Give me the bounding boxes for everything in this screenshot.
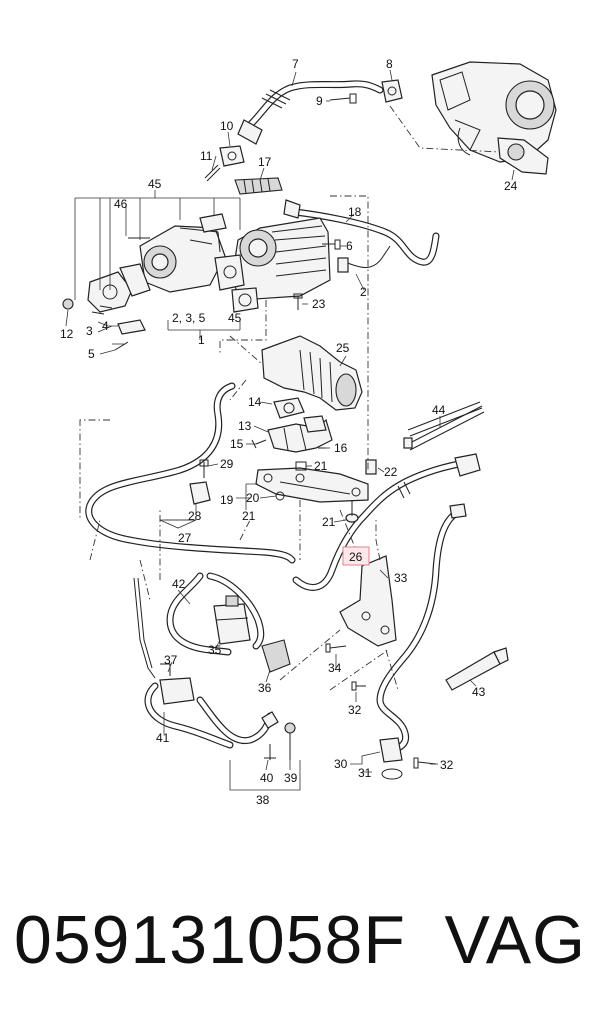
callout-13: 13 [238, 419, 252, 433]
stud [204, 164, 221, 182]
callout-18: 18 [348, 205, 362, 219]
callout-36: 36 [258, 681, 272, 695]
callout-28: 28 [188, 509, 202, 523]
intake-connector [261, 335, 363, 411]
callout-2-3-5: 2, 3, 5 [172, 311, 206, 325]
callout-38: 38 [256, 793, 270, 807]
bolt [329, 93, 357, 104]
callout-1: 1 [198, 333, 205, 347]
part-number: 059131058F [14, 902, 406, 978]
exploded-parts-diagram: 7 8 9 10 11 17 24 45 46 18 6 2 23 12 3 4… [60, 57, 557, 807]
callout-43: 43 [472, 685, 486, 699]
callout-42: 42 [172, 577, 186, 591]
callout-45-bottom: 45 [228, 311, 242, 325]
gasket [381, 79, 403, 103]
coolant-pipe [376, 503, 467, 752]
callout-25: 25 [336, 341, 350, 355]
callout-31: 31 [358, 766, 372, 780]
footer: 059131058F VAG [0, 890, 600, 990]
callout-21-mid: 21 [242, 509, 256, 523]
vacuum-line [166, 572, 265, 656]
rubber-mount [261, 639, 291, 673]
callout-11: 11 [200, 149, 213, 163]
callout-44: 44 [432, 403, 446, 417]
callout-20: 20 [246, 491, 260, 505]
callout-30: 30 [334, 757, 348, 771]
callout-14: 14 [248, 395, 262, 409]
callout-9: 9 [316, 94, 323, 108]
callout-2: 2 [360, 285, 367, 299]
callout-17: 17 [258, 155, 272, 169]
callout-35: 35 [208, 643, 222, 657]
callout-10: 10 [220, 119, 234, 133]
coolant-hose [291, 208, 440, 266]
callout-19: 19 [220, 493, 234, 507]
callout-26: 26 [349, 550, 363, 564]
callout-16: 16 [334, 441, 348, 455]
callout-12: 12 [60, 327, 74, 341]
pipe-bracket [339, 555, 397, 647]
callout-34: 34 [328, 661, 342, 675]
insulation-sleeve [234, 177, 283, 195]
bracket [255, 467, 369, 503]
callout-23: 23 [312, 297, 326, 311]
callout-46: 46 [114, 197, 128, 211]
callout-40: 40 [260, 771, 274, 785]
callout-21-top: 21 [314, 459, 328, 473]
vacuum-hose [85, 382, 296, 564]
temperature-sensor [344, 245, 391, 268]
pressure-converter [144, 663, 234, 749]
highlight-box [342, 546, 370, 566]
sealant-tube [445, 647, 509, 691]
callout-3: 3 [86, 324, 93, 338]
egr-hose-highlighted [292, 453, 481, 591]
callout-37: 37 [164, 653, 178, 667]
elbow-pipe [267, 415, 333, 453]
callout-15: 15 [230, 437, 244, 451]
callout-32-bottom: 32 [440, 758, 454, 772]
egr-valve [139, 213, 245, 293]
callout-5: 5 [88, 347, 95, 361]
gasket [219, 145, 245, 167]
turbocharger [431, 61, 557, 175]
callout-8: 8 [386, 57, 393, 71]
callout-41: 41 [156, 731, 170, 745]
callout-24: 24 [504, 179, 518, 193]
brand-name: VAG [444, 902, 586, 978]
callout-33: 33 [394, 571, 408, 585]
solenoid-valve [213, 595, 251, 645]
callout-22: 22 [384, 465, 398, 479]
callout-32-top: 32 [348, 703, 362, 717]
callout-4: 4 [102, 319, 109, 333]
egr-cooler [231, 199, 331, 313]
callout-7: 7 [292, 57, 299, 71]
callout-6: 6 [346, 239, 353, 253]
callout-27: 27 [178, 531, 192, 545]
callout-21-bottom: 21 [322, 515, 336, 529]
egr-pipe [237, 80, 384, 145]
callout-39: 39 [284, 771, 298, 785]
callout-45-top: 45 [148, 177, 162, 191]
callout-29: 29 [220, 457, 234, 471]
